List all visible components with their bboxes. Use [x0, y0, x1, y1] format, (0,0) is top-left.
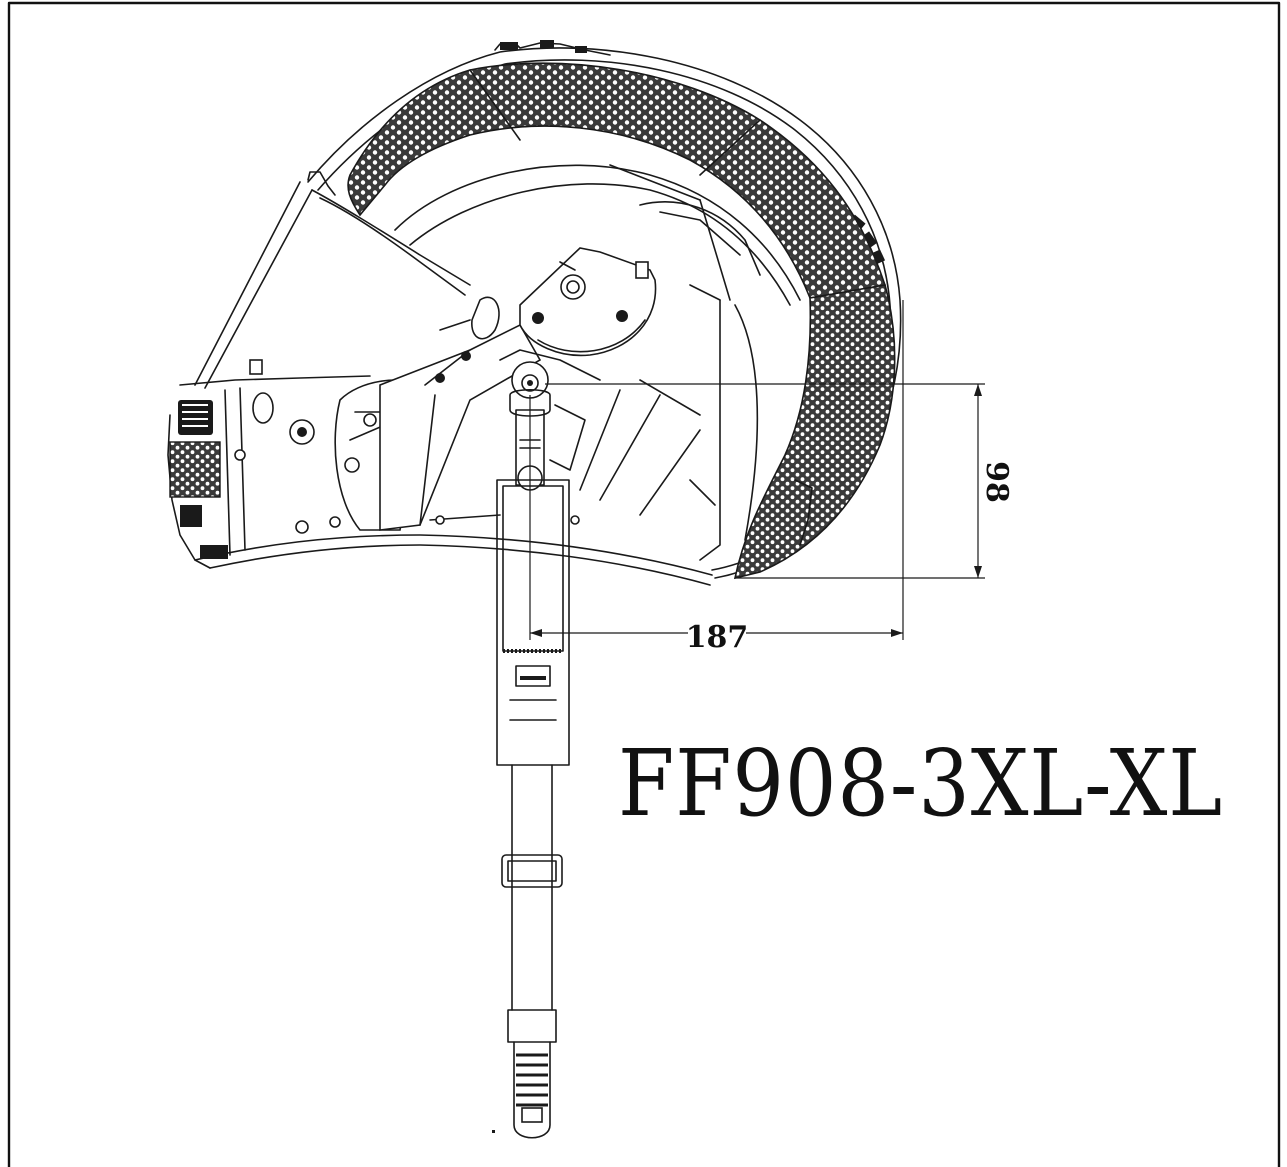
dimension-height: 98 — [545, 383, 1014, 579]
upper-padding — [347, 62, 887, 299]
visor — [194, 171, 471, 389]
model-label: FF908-3XL-XL — [618, 730, 1223, 837]
dimension-width: 187 — [529, 300, 904, 655]
dimension-width-label: 187 — [686, 620, 749, 655]
chin-padding — [169, 441, 221, 498]
chin-strap — [492, 388, 570, 1139]
pivot-mechanism — [499, 247, 657, 471]
helmet-shell — [307, 40, 902, 580]
chin-bar — [167, 296, 713, 586]
dimension-height-label: 98 — [979, 461, 1014, 503]
rear-padding — [733, 284, 896, 580]
page-border — [7, 1, 1281, 1167]
